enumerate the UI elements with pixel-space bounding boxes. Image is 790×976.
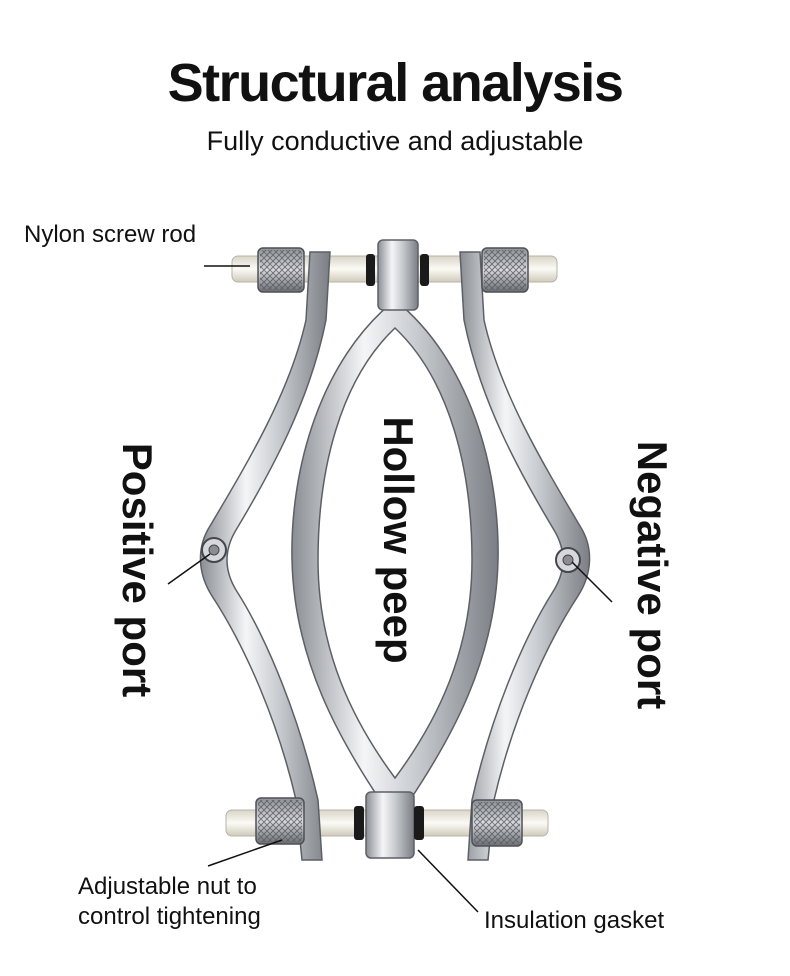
page-subtitle: Fully conductive and adjustable — [206, 126, 584, 156]
bottom-left-nut — [255, 797, 305, 845]
bottom-right-nut — [471, 799, 523, 847]
positive-port-label: Positive port — [114, 442, 161, 698]
top-left-nut — [257, 247, 305, 293]
negative-port-screw — [555, 547, 581, 573]
gasket-leader — [417, 849, 479, 913]
left-arm — [199, 251, 331, 861]
bottom-gasket-right — [414, 806, 424, 840]
positive-port-screw — [201, 537, 227, 563]
insulation-gasket-label: Insulation gasket — [484, 907, 665, 934]
right-arm — [459, 251, 591, 861]
top-gasket-left — [366, 254, 375, 286]
negative-port-label: Negative port — [629, 440, 676, 710]
bottom-gasket-left — [354, 806, 364, 840]
adjustable-nut-label-line2: control tightening — [78, 903, 261, 930]
nylon-screw-rod-label: Nylon screw rod — [24, 221, 197, 248]
top-right-nut — [481, 247, 529, 293]
negative-port-leader — [571, 561, 613, 603]
center-top-block — [377, 239, 419, 311]
adjustable-nut-leader — [207, 839, 283, 867]
hollow-peep-label: Hollow peep — [375, 416, 422, 664]
positive-port-leader — [167, 553, 211, 585]
page-title: Structural analysis — [167, 53, 624, 113]
adjustable-nut-label: Adjustable nut to control tightening — [78, 872, 261, 932]
top-gasket-right — [420, 254, 429, 286]
center-bottom-block — [365, 791, 415, 859]
adjustable-nut-label-line1: Adjustable nut to — [78, 873, 257, 900]
